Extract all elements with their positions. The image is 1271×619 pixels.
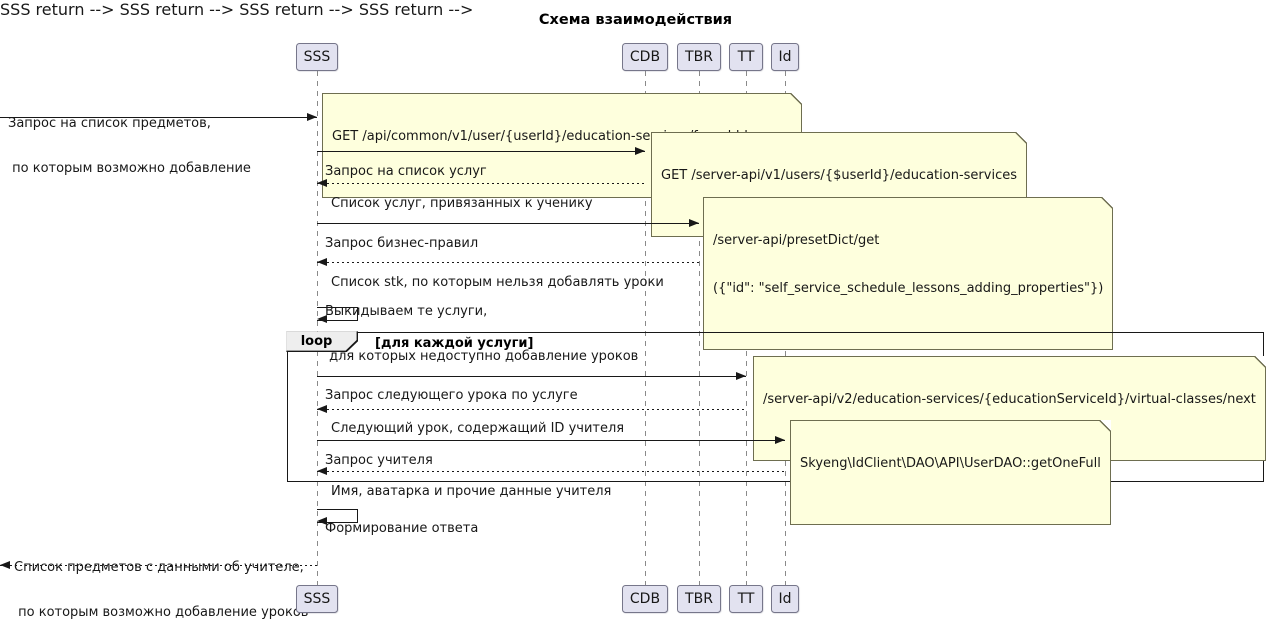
note-fold-icon — [1098, 420, 1111, 432]
participant-id-bottom: Id — [771, 585, 799, 613]
message-line: Запрос бизнес-правил — [325, 236, 479, 251]
arrow-next-lesson-response — [317, 409, 746, 411]
participant-tt-bottom: TT — [729, 585, 763, 613]
message-next-lesson-response-label: Следующий урок, содержащий ID учителя — [331, 391, 624, 466]
participant-tt-top: TT — [729, 43, 763, 71]
loop-operator-tab: loop — [286, 331, 358, 352]
participant-tbr-bottom: TBR — [677, 585, 721, 613]
loop-operator-label: loop — [286, 331, 356, 350]
arrow-request-subjects — [0, 117, 317, 119]
message-line: Имя, аватарка и прочие данные учителя — [331, 484, 612, 499]
note-fold-icon — [1253, 356, 1266, 368]
arrowhead-right-icon — [775, 436, 785, 444]
arrowhead-right-icon — [689, 219, 699, 227]
lifeline-sss — [317, 71, 318, 585]
note-text: GET /server-api/v1/users/{$userId}/educa… — [661, 168, 1017, 183]
message-request-subjects-label: Запрос на список предметов, по которым в… — [8, 86, 251, 206]
diagram-title: Схема взаимодействия — [538, 12, 733, 28]
note-text: ({"id": "self_service_schedule_lessons_a… — [713, 281, 1104, 296]
message-request-next-lesson-label: Запрос следующего урока по услуге — [325, 358, 578, 433]
message-line: Выкидываем те услуги, — [325, 304, 488, 319]
message-services-list-label: Список услуг, привязанных к ученику — [331, 166, 593, 241]
arrowhead-left-icon — [317, 517, 327, 525]
message-line: Запрос на список предметов, — [8, 116, 211, 131]
self-arrow-filter-services — [317, 307, 358, 321]
message-line: Список stk, по которым нельзя добавлять … — [331, 275, 664, 290]
message-line: по которым возможно добавление — [8, 161, 251, 176]
arrowhead-left-icon — [317, 467, 327, 475]
participant-tbr-top: TBR — [677, 43, 721, 71]
arrow-request-next-lesson — [317, 376, 746, 378]
participant-cdb-top: CDB — [622, 43, 668, 71]
arrow-services-list — [317, 183, 645, 185]
message-line: Запрос учителя — [325, 453, 433, 468]
self-arrow-build-response — [317, 509, 358, 523]
message-line: для которых недоступно добавление уроков — [325, 349, 639, 364]
arrow-teacher-data — [317, 471, 785, 473]
message-request-rules-label: Запрос бизнес-правил — [325, 206, 478, 281]
note-user-dao: Skyeng\IdClient\DAO\API\UserDAO::getOneF… — [790, 420, 1111, 525]
arrow-request-teacher — [317, 440, 785, 442]
lifeline-tbr — [699, 71, 700, 585]
note-text: Skyeng\IdClient\DAO\API\UserDAO::getOneF… — [800, 456, 1101, 471]
participant-cdb-bottom: CDB — [622, 585, 668, 613]
participant-sss-bottom: SSS — [296, 585, 338, 613]
message-request-teacher-label: Запрос учителя — [325, 423, 433, 498]
message-line: Формирование ответа — [325, 521, 479, 536]
note-preset-dict: /server-api/presetDict/get ({"id": "self… — [703, 197, 1114, 350]
arrow-request-rules — [317, 223, 699, 225]
arrow-final-response — [0, 565, 317, 567]
message-line: Запрос на список услуг — [325, 164, 487, 179]
participant-sss-top: SSS — [296, 43, 338, 71]
loop-guard-label: [для каждой услуги] — [375, 336, 534, 351]
arrowhead-right-icon — [307, 113, 317, 121]
arrowhead-right-icon — [736, 372, 746, 380]
note-text: /server-api/presetDict/get — [713, 233, 880, 248]
message-teacher-data-label: Имя, аватарка и прочие данные учителя — [331, 454, 611, 529]
message-line: Список предметов с данными об учителе, — [14, 560, 304, 575]
note-fold-icon — [790, 93, 803, 105]
message-stk-list-label: Список stk, по которым нельзя добавлять … — [331, 245, 664, 320]
message-line: Следующий урок, содержащий ID учителя — [331, 421, 625, 436]
arrowhead-right-icon — [635, 147, 645, 155]
note-fold-icon — [1101, 197, 1114, 209]
arrow-stk-list — [317, 262, 699, 264]
message-final-response-label: Список предметов с данными об учителе, п… — [14, 530, 308, 619]
note-text: /server-api/v2/education-services/{educa… — [763, 392, 1256, 407]
arrowhead-left-icon — [317, 258, 327, 266]
message-filter-services-label: Выкидываем те услуги, для которых недост… — [325, 274, 638, 394]
arrow-request-services — [317, 151, 645, 153]
message-request-services-label: Запрос на список услуг — [325, 134, 487, 209]
message-line: по которым возможно добавление уроков — [14, 605, 309, 619]
arrowhead-left-icon — [317, 179, 327, 187]
participant-id-top: Id — [771, 43, 799, 71]
message-build-response-label: Формирование ответа — [325, 491, 478, 566]
arrowhead-left-icon — [317, 405, 327, 413]
arrowhead-left-icon — [317, 315, 327, 323]
message-line: Список услуг, привязанных к ученику — [331, 196, 593, 211]
message-line: Запрос следующего урока по услуге — [325, 388, 578, 403]
note-fold-icon — [1014, 132, 1027, 144]
lifeline-cdb — [645, 71, 646, 585]
arrowhead-left-icon — [0, 561, 10, 569]
